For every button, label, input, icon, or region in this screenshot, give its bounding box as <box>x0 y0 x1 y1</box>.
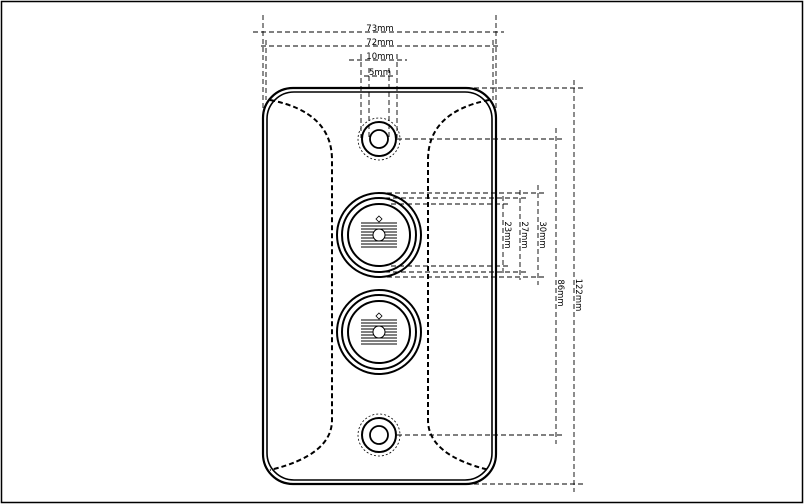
knob-center-mark <box>372 325 386 339</box>
knob-middle-ring <box>341 294 417 370</box>
right-recess-curve <box>427 99 490 471</box>
dim-middle-ring: 27mm <box>519 221 529 248</box>
dim-screw-head: 10mm <box>366 52 393 62</box>
top-dimension-lines <box>253 15 504 138</box>
dim-plate-width: 72mm <box>366 38 393 48</box>
dim-screw-hole: 5mm <box>369 68 391 78</box>
dim-screw-spacing: 86mm <box>555 279 565 306</box>
right-dimension-lines <box>379 80 583 492</box>
dim-inner-ring: 23mm <box>502 221 512 248</box>
dim-overall-width: 73mm <box>366 24 393 34</box>
plate-outer-edge <box>261 86 498 486</box>
knob-indicator-mark <box>375 215 383 223</box>
switch-knob-upper <box>336 192 422 278</box>
dim-overall-height: 122mm <box>573 279 583 312</box>
knob-indicator-mark <box>375 312 383 320</box>
knob-inner-ring <box>347 203 411 267</box>
knob-inner-ring <box>347 300 411 364</box>
switch-knob-lower <box>336 289 422 375</box>
screw-hole <box>369 425 389 445</box>
plate-recess-profile <box>269 99 490 471</box>
screw-hole-bottom <box>357 413 401 457</box>
knob-center-mark <box>372 228 386 242</box>
left-recess-curve <box>269 99 333 471</box>
dim-outer-ring: 30mm <box>537 221 547 248</box>
screw-hole <box>369 129 389 149</box>
screw-head <box>361 121 397 157</box>
knob-outer-ring <box>336 289 422 375</box>
screw-hole-top <box>357 117 401 161</box>
knob-middle-ring <box>341 197 417 273</box>
switch-plate <box>261 86 498 486</box>
screw-countersink <box>357 413 401 457</box>
screw-countersink <box>357 117 401 161</box>
plate-inner-edge <box>266 91 493 481</box>
screw-head <box>361 417 397 453</box>
